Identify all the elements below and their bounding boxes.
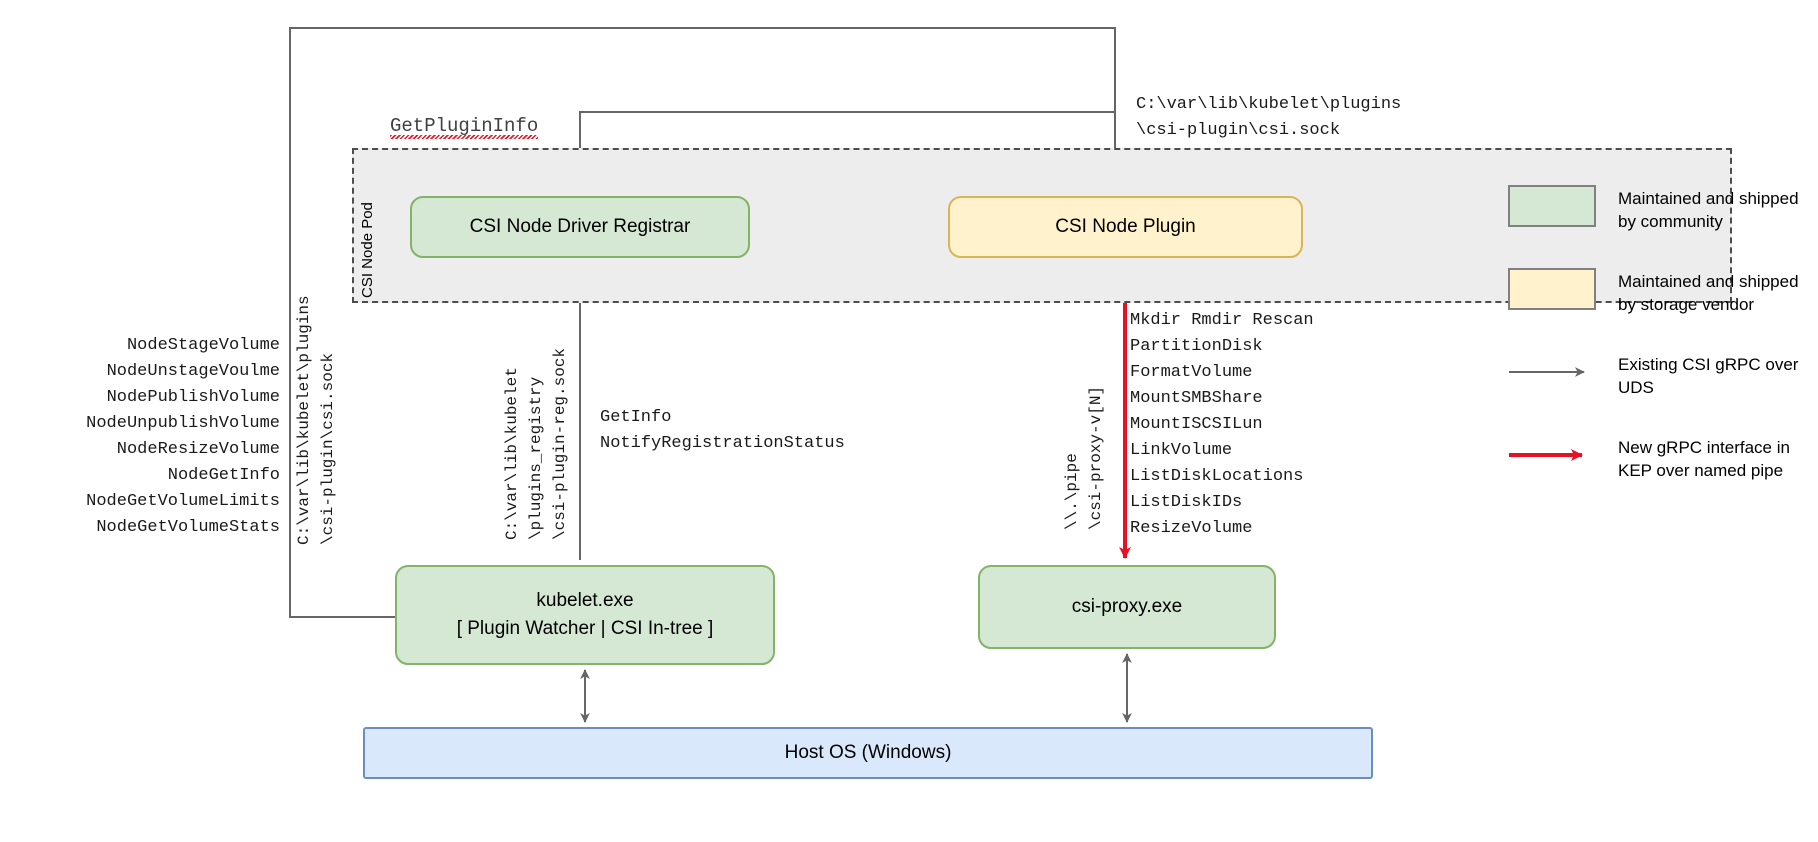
legend-label-community: Maintained and shipped by community <box>1618 189 1799 232</box>
legend-item-community: Maintained and shipped by community <box>1508 185 1808 234</box>
kubelet-csi-sock-path-vertical: C:\var\lib\kubelet\plugins \csi-plugin\c… <box>295 295 337 545</box>
node-service-call-item: NodePublishVolume <box>106 388 280 407</box>
legend-swatch-yellow-icon <box>1508 267 1596 310</box>
host-os-label: Host OS (Windows) <box>784 742 952 764</box>
csi-proxy-exe-label: csi-proxy.exe <box>1071 596 1183 618</box>
legend-label-existing-grpc: Existing CSI gRPC over UDS <box>1618 354 1799 398</box>
csi-node-driver-registrar-label: CSI Node Driver Registrar <box>469 216 691 238</box>
plugins-registry-sock-path-vertical: C:\var\lib\kubelet \plugins_registry \cs… <box>503 347 569 540</box>
legend-item-new-grpc: New gRPC interface in KEP over named pip… <box>1508 434 1808 483</box>
kubelet-exe-sublabel: [ Plugin Watcher | CSI In-tree ] <box>456 618 714 639</box>
node-service-call-item: NodeGetVolumeLimits <box>86 492 280 511</box>
csi-node-plugin-label: CSI Node Plugin <box>1055 216 1196 238</box>
csi-proxy-api-call-item: MountSMBShare <box>1130 389 1263 408</box>
csi-plugin-socket-path-label: C:\var\lib\kubelet\plugins \csi-plugin\c… <box>1136 95 1402 140</box>
csi-proxy-api-call-item: ResizeVolume <box>1130 519 1253 538</box>
node-service-call-item: NodeGetInfo <box>167 466 280 485</box>
csi-proxy-api-call-item: Mkdir Rmdir Rescan <box>1130 311 1314 330</box>
kubelet-exe-label: kubelet.exe <box>536 590 634 612</box>
csi-node-driver-registrar-box[interactable]: CSI Node Driver Registrar <box>410 196 750 258</box>
legend-swatch-green-icon <box>1508 185 1596 227</box>
legend-arrow-red-icon <box>1508 434 1596 476</box>
node-service-call-item: NodeResizeVolume <box>116 440 280 459</box>
legend-label-new-grpc: New gRPC interface in KEP over named pip… <box>1618 437 1790 481</box>
legend: Maintained and shipped by community Main… <box>1508 185 1808 483</box>
node-service-call-item: NodeUnstageVoulme <box>106 362 280 381</box>
node-service-call-item: NodeUnpublishVolume <box>86 414 280 433</box>
csi-proxy-api-call-item: ListDiskLocations <box>1130 467 1304 486</box>
legend-item-vendor: Maintained and shipped by storage vendor <box>1508 267 1808 317</box>
csi-node-pod-label-text: CSI Node Pod <box>359 202 376 298</box>
node-service-call-item: NodeStageVolume <box>126 336 280 355</box>
csi-proxy-exe-box[interactable]: csi-proxy.exe <box>978 565 1276 649</box>
csi-node-plugin-box[interactable]: CSI Node Plugin <box>948 196 1303 258</box>
named-pipe-path-vertical: \\.\pipe \csi-proxy-v[N] <box>1063 385 1105 530</box>
csi-proxy-api-call-item: FormatVolume <box>1130 363 1253 382</box>
host-os-box[interactable]: Host OS (Windows) <box>363 727 1373 779</box>
legend-arrow-gray-icon <box>1508 351 1596 393</box>
legend-label-vendor: Maintained and shipped by storage vendor <box>1618 271 1799 315</box>
csi-proxy-api-call-item: ListDiskIDs <box>1130 493 1243 512</box>
csi-proxy-api-call-item: PartitionDisk <box>1130 337 1263 356</box>
legend-item-existing-grpc: Existing CSI gRPC over UDS <box>1508 351 1808 400</box>
csi-proxy-api-call-item: LinkVolume <box>1130 441 1233 460</box>
get-plugin-info-label: GetPluginInfo <box>390 115 539 139</box>
kubelet-exe-box[interactable]: kubelet.exe [ Plugin Watcher | CSI In-tr… <box>395 565 775 665</box>
node-service-call-item: NodeGetVolumeStats <box>96 518 280 537</box>
csi-proxy-api-call-item: MountISCSILun <box>1130 415 1263 434</box>
registration-calls-label: GetInfo NotifyRegistrationStatus <box>600 408 845 453</box>
